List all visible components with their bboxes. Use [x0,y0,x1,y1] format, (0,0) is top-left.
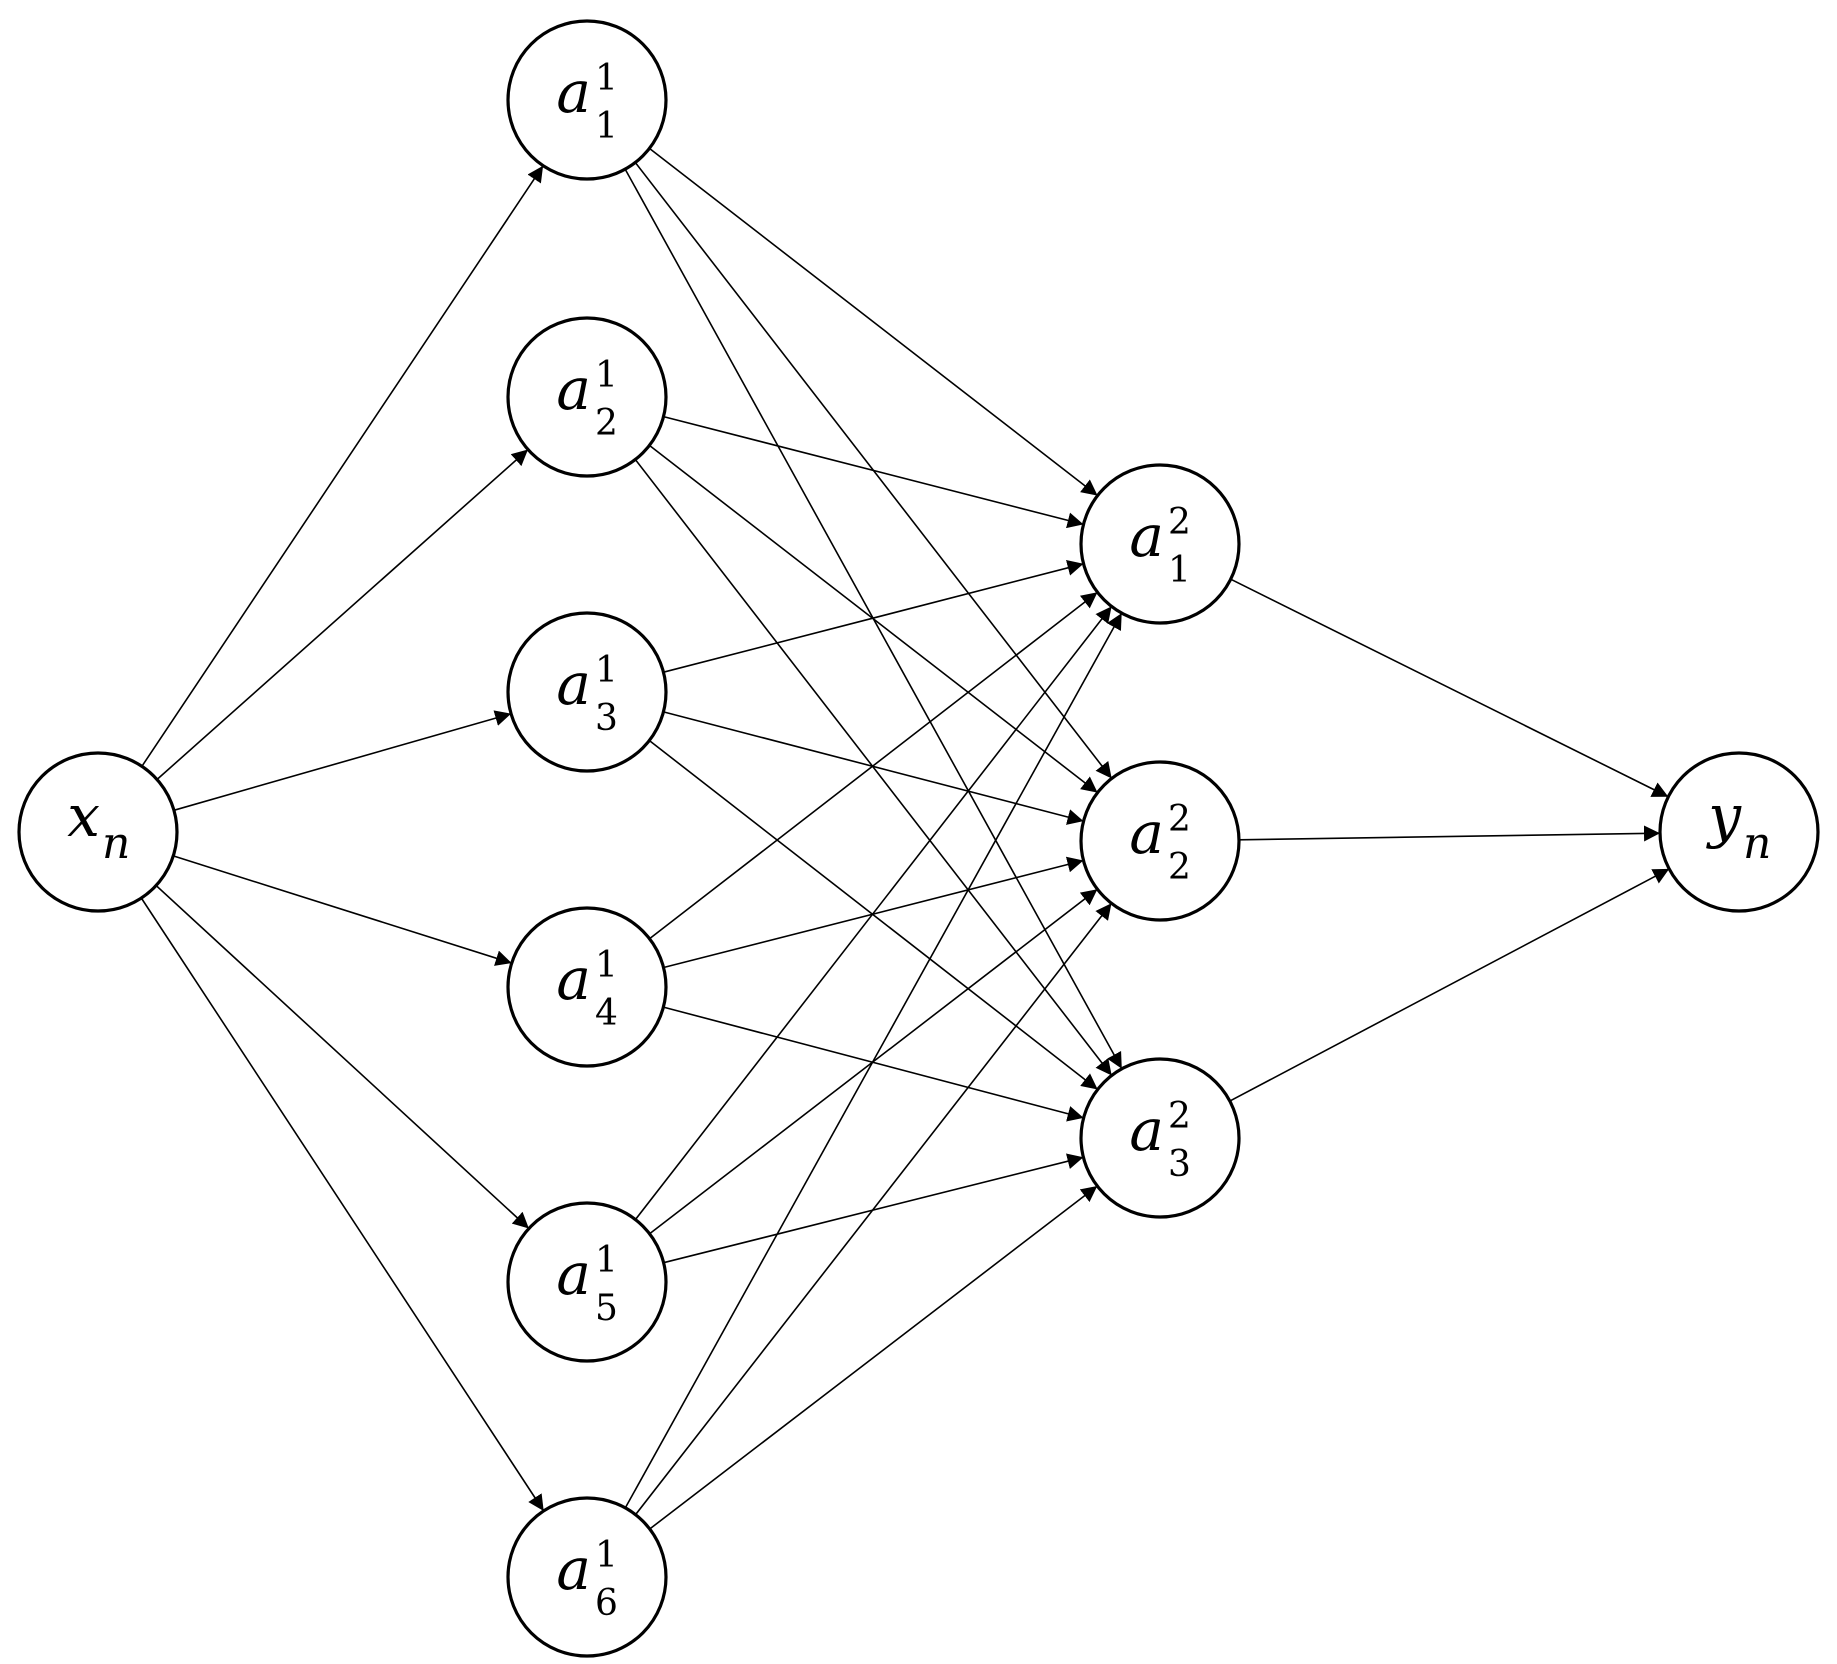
node-label-base: a [556,1535,591,1603]
node-label-base: a [1129,799,1164,867]
node-label-base: a [1129,502,1164,570]
node-label-superscript: 1 [595,1240,618,1281]
node-label-base: a [1129,1096,1164,1164]
edge-x_n-to-a1_1 [141,165,544,767]
node-circle [506,906,668,1068]
node-label-subscript: 3 [595,698,618,739]
node-circle [17,751,179,913]
edge-a1_3-to-a2_3 [648,739,1099,1091]
node-label-superscript: 1 [595,58,618,99]
edge-a2_3-to-y_n [1229,868,1670,1102]
node-label-subscript: n [1743,818,1771,869]
node-label-subscript: n [102,818,130,869]
edge-a1_6-to-a2_1 [624,612,1123,1509]
node-circle [1079,760,1241,922]
edge-a1_2-to-a2_1 [663,415,1084,529]
node-label-superscript: 2 [1168,1096,1191,1137]
node-label-subscript: 3 [1168,1144,1191,1185]
node-label-base: a [556,650,591,718]
edge-a1_1-to-a2_1 [648,147,1099,497]
edge-x_n-to-a1_5 [155,884,530,1230]
node-label-superscript: 2 [1168,502,1191,543]
node-label-base: a [556,355,591,423]
node-label-base: y [1705,782,1742,850]
node-label-subscript: 2 [1168,847,1191,888]
node-circle [1079,463,1241,625]
node-circle [506,611,668,773]
edge-a1_5-to-a2_1 [634,605,1113,1221]
node-circle [1658,751,1820,913]
edge-x_n-to-a1_4 [173,855,512,966]
edge-a1_6-to-a2_3 [649,1185,1098,1530]
edge-a1_3-to-a2_1 [663,560,1084,673]
node-label-subscript: 1 [595,106,618,147]
node-label-superscript: 2 [1168,799,1191,840]
node-label-superscript: 1 [595,355,618,396]
node-label-superscript: 1 [595,945,618,986]
edge-x_n-to-a1_2 [156,448,529,781]
node-label-subscript: 4 [595,993,618,1034]
edge-a1_6-to-a2_2 [634,902,1113,1516]
node-circle [506,316,668,478]
node-label-superscript: 1 [595,650,618,691]
edge-a2_2-to-y_n [1238,825,1661,842]
node-label-base: a [556,1240,591,1308]
connections [140,147,1670,1530]
node-label-subscript: 6 [595,1583,618,1624]
node-circle [506,19,668,181]
node-label-superscript: 1 [595,1535,618,1576]
node-circle [1079,1057,1241,1219]
edge-x_n-to-a1_6 [140,897,545,1512]
node-label-base: a [556,58,591,126]
edge-a2_1-to-y_n [1230,578,1669,798]
node-label-base: x [67,782,100,850]
node-circle [506,1496,668,1658]
node-label-subscript: 1 [1168,550,1191,591]
edge-a1_4-to-a2_1 [649,591,1098,940]
node-label-base: a [556,945,591,1013]
node-circle [506,1201,668,1363]
edge-a1_2-to-a2_3 [634,459,1113,1076]
node-label-subscript: 2 [595,403,618,444]
edge-a1_2-to-a2_2 [648,444,1099,794]
edge-x_n-to-a1_3 [173,710,512,812]
node-label-subscript: 5 [595,1288,618,1329]
